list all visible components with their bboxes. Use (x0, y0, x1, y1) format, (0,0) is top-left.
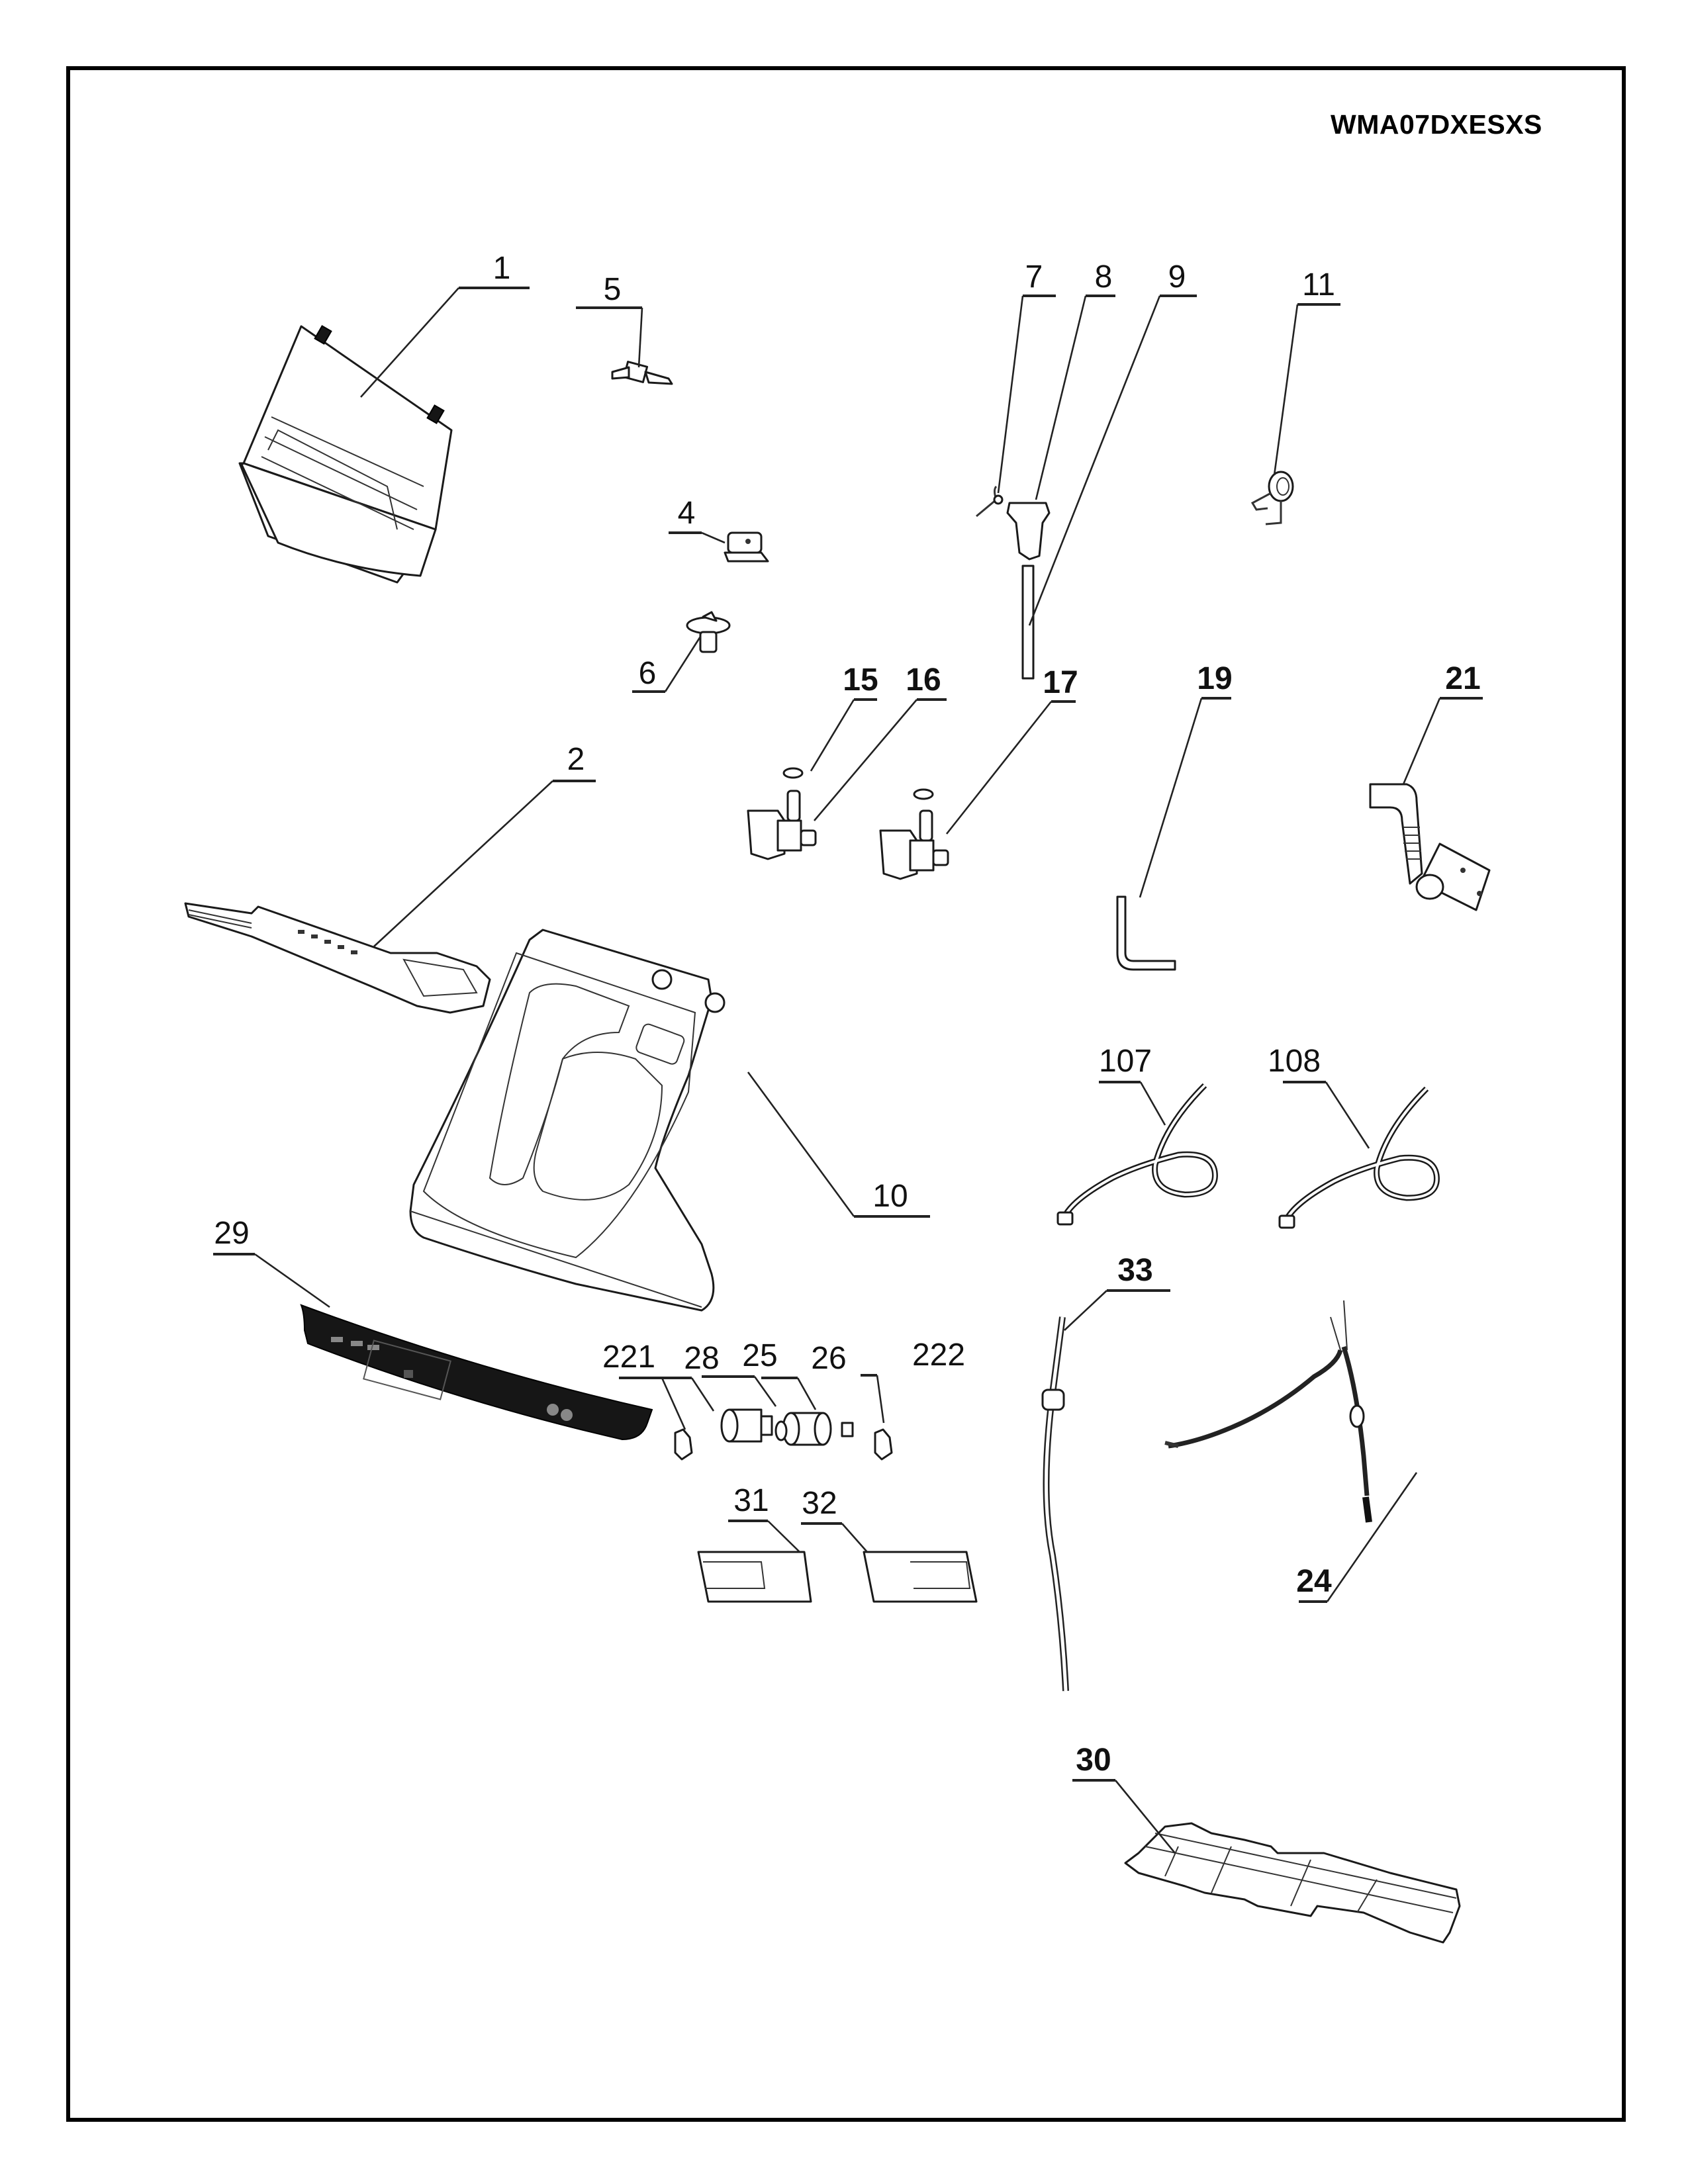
part-10-top-cover-drawing (409, 929, 726, 1312)
part-21-drawing (1369, 783, 1491, 911)
callout-leader-33 (1064, 1290, 1107, 1331)
callout-label-2: 2 (567, 742, 585, 777)
callout-label-21: 21 (1445, 661, 1481, 696)
callout-label-108: 108 (1267, 1044, 1321, 1079)
callout-leader-21 (1402, 698, 1441, 785)
callout-label-10: 10 (872, 1179, 908, 1214)
callout-leader-222 (876, 1375, 885, 1424)
callout-leader-26 (796, 1377, 817, 1410)
callout-label-9: 9 (1168, 259, 1186, 295)
callout-label-26: 26 (811, 1341, 847, 1376)
callout-leader-24 (1326, 1472, 1418, 1602)
callout-leader-16 (814, 699, 917, 821)
part-29-panel-decal-drawing (300, 1304, 653, 1441)
callout-leader-10 (747, 1071, 855, 1217)
callout-label-15: 15 (843, 662, 878, 698)
callout-leader-9 (1028, 295, 1161, 626)
callout-leader-7 (997, 295, 1024, 494)
callout-label-17: 17 (1043, 665, 1078, 700)
callout-leader-108 (1325, 1081, 1370, 1149)
callout-leader-25 (753, 1376, 777, 1407)
part-221-clip-drawing (674, 1428, 693, 1461)
part-222-clip-drawing (841, 1422, 893, 1461)
callout-label-4: 4 (677, 496, 696, 531)
callout-label-6: 6 (638, 656, 657, 691)
callout-label-5: 5 (603, 272, 622, 307)
callout-leader-6 (664, 636, 702, 692)
page-frame (66, 66, 1626, 2122)
part-30-plate-drawing (1124, 1822, 1461, 1944)
part-107-hose-drawing (1056, 1083, 1218, 1226)
callout-label-222: 222 (912, 1338, 966, 1373)
part-4-drawing (724, 531, 769, 563)
part-2-drawing (184, 902, 491, 1014)
callout-leader-2 (373, 780, 553, 947)
callout-leader-32 (841, 1523, 868, 1553)
callout-leader-107 (1139, 1081, 1166, 1126)
part-1-lid-drawing (238, 325, 453, 584)
part-19-drawing (1116, 895, 1176, 971)
part-15-16-17-drawing (747, 767, 949, 880)
callout-leader-1 (360, 287, 459, 398)
part-32-cover-drawing (863, 1551, 978, 1603)
part-33-tube-drawing (1041, 1316, 1069, 1692)
callout-leader-31 (767, 1520, 800, 1553)
part-11-drawing (1250, 471, 1294, 525)
callout-label-29: 29 (214, 1216, 250, 1251)
part-6-drawing (686, 611, 731, 653)
callout-leader-4 (701, 531, 726, 544)
callout-leader-19 (1139, 698, 1203, 898)
callout-leader-30 (1114, 1780, 1176, 1854)
callout-label-33: 33 (1117, 1253, 1153, 1288)
callout-leader-11 (1273, 304, 1299, 476)
callout-leader-17 (945, 701, 1053, 835)
callout-leader-8 (1035, 295, 1087, 500)
callout-label-25: 25 (742, 1338, 778, 1373)
callout-label-221: 221 (602, 1340, 656, 1375)
model-number: WMA07DXESXS (1331, 109, 1542, 140)
callout-label-24: 24 (1296, 1564, 1332, 1599)
callout-label-19: 19 (1197, 661, 1233, 696)
part-7-8-9-drawing (976, 485, 1051, 680)
part-31-cover-drawing (697, 1551, 812, 1603)
callout-label-31: 31 (733, 1483, 769, 1518)
callout-label-107: 107 (1098, 1044, 1152, 1079)
callout-label-7: 7 (1025, 259, 1043, 295)
callout-label-32: 32 (802, 1486, 837, 1521)
part-5-drawing (611, 361, 673, 385)
callout-label-8: 8 (1094, 259, 1113, 295)
part-25-knob-drawing (720, 1408, 773, 1443)
callout-label-28: 28 (684, 1341, 720, 1376)
callout-leader-5 (637, 307, 643, 368)
part-24-harness-drawing (1164, 1300, 1372, 1523)
callout-label-16: 16 (906, 662, 941, 698)
part-26-knob-drawing (774, 1412, 832, 1446)
callout-leader-15 (810, 699, 855, 772)
part-108-hose-drawing (1278, 1086, 1440, 1229)
callout-label-1: 1 (492, 251, 511, 286)
callout-label-30: 30 (1076, 1743, 1111, 1778)
callout-label-11: 11 (1302, 267, 1335, 302)
callout-leader-29 (254, 1253, 330, 1308)
callout-leader-221 (661, 1377, 686, 1430)
callout-leader-28 (690, 1377, 715, 1412)
